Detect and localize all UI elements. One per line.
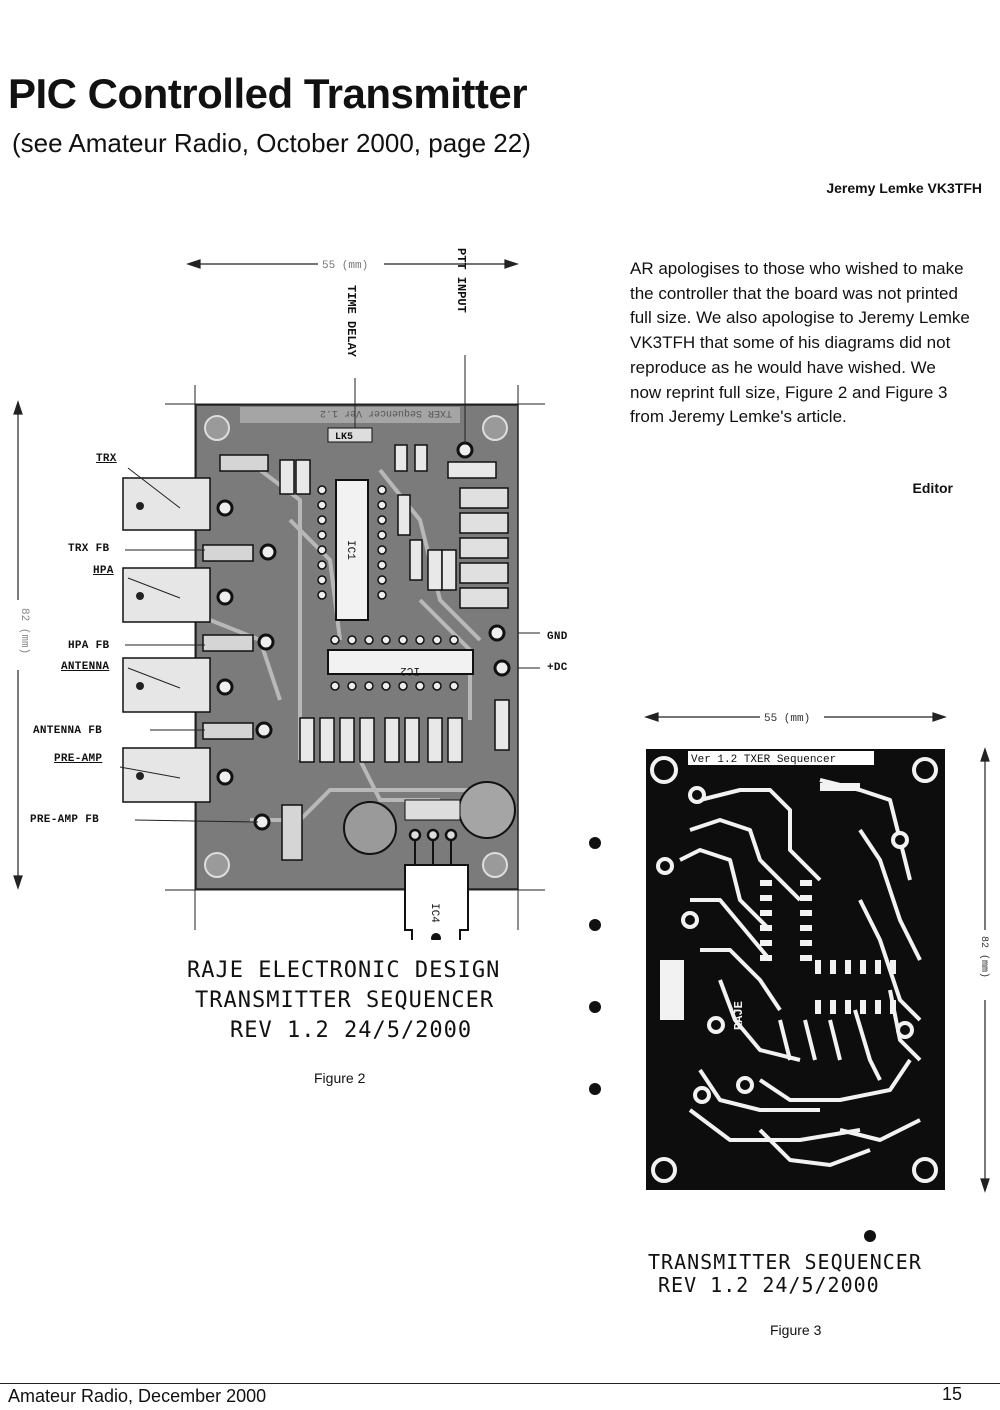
footer-publication: Amateur Radio, December 2000 bbox=[8, 1386, 267, 1406]
fig3-raje-mark: RAJE bbox=[732, 1001, 746, 1030]
fig2-legend-line3: REV 1.2 24/5/2000 bbox=[230, 1018, 473, 1043]
fig3-width-dim: 55 (mm) bbox=[764, 713, 810, 725]
editor-signature: Editor bbox=[912, 480, 953, 496]
fig2-legend-line1: RAJE ELECTRONIC DESIGN bbox=[187, 958, 501, 983]
fig2-label-antenna-fb: ANTENNA FB bbox=[33, 725, 103, 737]
registration-dot-fig3 bbox=[864, 1230, 876, 1242]
fig2-height-dim: 82 (mm) bbox=[18, 608, 30, 654]
fig2-label-hpa-fb: HPA FB bbox=[68, 640, 110, 652]
fig2-time-delay-label: TIME DELAY bbox=[344, 285, 358, 358]
footer-page-number: 15 bbox=[941, 1384, 962, 1404]
fig2-ptt-input-label: PTT INPUT bbox=[454, 248, 468, 313]
fig3-legend-line1: TRANSMITTER SEQUENCER bbox=[648, 1250, 922, 1274]
fig2-label-antenna: ANTENNA bbox=[61, 661, 110, 673]
fig2-label-trx: TRX bbox=[96, 453, 117, 465]
fig2-label-trx-fb: TRX FB bbox=[68, 543, 110, 555]
fig2-label-pre-amp: PRE-AMP bbox=[54, 753, 103, 765]
fig2-ic4-label: IC4 bbox=[428, 903, 440, 923]
figure-3-caption: Figure 3 bbox=[770, 1322, 822, 1338]
fig2-lk5-label: LK5 bbox=[335, 432, 353, 443]
figure-2-caption: Figure 2 bbox=[314, 1070, 366, 1086]
footer-rule bbox=[0, 1383, 1000, 1384]
fig2-label-hpa: HPA bbox=[93, 565, 114, 577]
fig2-label-gnd: GND bbox=[547, 631, 568, 643]
fig2-ic1-label: IC1 bbox=[344, 540, 356, 560]
fig2-board-silk: TXER Sequencer Ver 1.2 bbox=[320, 407, 452, 418]
fig2-width-dim: 55 (mm) bbox=[322, 260, 368, 272]
registration-dots bbox=[589, 837, 601, 1095]
editor-note: AR apologises to those who wished to mak… bbox=[630, 259, 970, 427]
fig3-board-label: Ver 1.2 TXER Sequencer bbox=[691, 754, 836, 766]
article-title: PIC Controlled Transmitter bbox=[8, 70, 528, 117]
fig2-ic2-label: IC2 bbox=[400, 664, 420, 676]
figure-3-pcb-artwork: 55 (mm) 82 (mm) Ver 1.2 TXER Sequencer bbox=[644, 710, 992, 1193]
fig3-legend-line2: REV 1.2 24/5/2000 bbox=[658, 1273, 880, 1297]
article-author: Jeremy Lemke VK3TFH bbox=[826, 180, 982, 196]
figure-2-component-layout: 55 (mm) 82 (mm) TXER Sequencer Ver 1.2 I… bbox=[10, 248, 545, 940]
fig2-label-dc: +DC bbox=[547, 662, 568, 674]
fig2-legend-line2: TRANSMITTER SEQUENCER bbox=[195, 988, 495, 1013]
fig2-label-pre-amp-fb: PRE-AMP FB bbox=[30, 814, 100, 826]
article-subtitle: (see Amateur Radio, October 2000, page 2… bbox=[12, 128, 531, 158]
fig3-height-dim: 82 (mm) bbox=[978, 936, 990, 978]
